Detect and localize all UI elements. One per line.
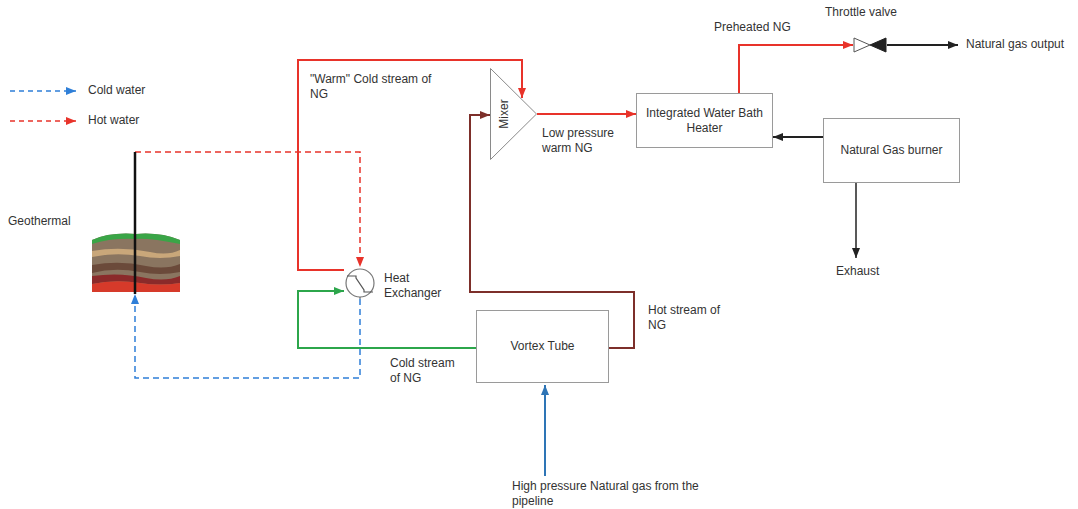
box-label: Vortex Tube <box>510 339 574 354</box>
well-pipe <box>134 152 137 294</box>
legend-sample <box>10 120 76 122</box>
legend-sample <box>10 90 76 92</box>
mixer-outline <box>491 69 537 160</box>
process-box: Integrated Water Bath Heater <box>636 93 773 148</box>
heat-line <box>773 136 823 138</box>
node-label: Heat Exchanger <box>384 271 446 301</box>
output-label: Natural gas output <box>966 37 1064 52</box>
stream-label: "Warm" Cold stream of NG <box>308 72 440 102</box>
exchanger-stub <box>360 297 361 299</box>
pipeline-arrow <box>544 385 546 476</box>
mixed-gas-line <box>537 113 636 115</box>
process-box: Vortex Tube <box>476 310 609 383</box>
preheated-gas-line <box>739 45 853 93</box>
box-label: Natural Gas burner <box>840 143 942 158</box>
mixer-triangle: Mixer <box>490 68 537 160</box>
legend-label: Hot water <box>88 113 139 128</box>
stream-label: Cold stream of NG <box>388 356 470 386</box>
throttle-valve: Throttle valve <box>853 37 887 53</box>
process-box: Natural Gas burner <box>823 118 960 183</box>
valve-inlet <box>854 38 870 52</box>
warm-gas-line <box>298 60 522 270</box>
valve-outlet <box>870 38 886 52</box>
exchanger-coil <box>347 276 373 292</box>
geothermal-well: Geothermal <box>90 152 182 294</box>
heat-exchanger: Heat Exchanger <box>344 267 376 299</box>
stream-label: Hot stream of NG <box>646 303 726 333</box>
geothermal-well-shape <box>90 152 182 294</box>
stream-label: Low pressure warm NG <box>540 126 636 156</box>
node-label: Mixer <box>497 99 512 128</box>
output-line <box>887 44 958 46</box>
source-label: High pressure Natural gas from the pipel… <box>512 479 702 509</box>
legend-label: Cold water <box>88 83 145 98</box>
box-label: Integrated Water Bath Heater <box>644 106 765 136</box>
exchanger-outline <box>346 269 374 297</box>
heat-exchanger-shape <box>344 267 376 299</box>
cold-water-line <box>135 294 360 378</box>
node-label: Throttle valve <box>825 5 897 20</box>
stream-label: Preheated NG <box>712 20 793 35</box>
exhaust-arrow <box>855 183 857 258</box>
node-label: Geothermal <box>8 214 86 229</box>
throttle-valve-shape <box>853 37 887 53</box>
exhaust-label: Exhaust <box>836 264 879 279</box>
